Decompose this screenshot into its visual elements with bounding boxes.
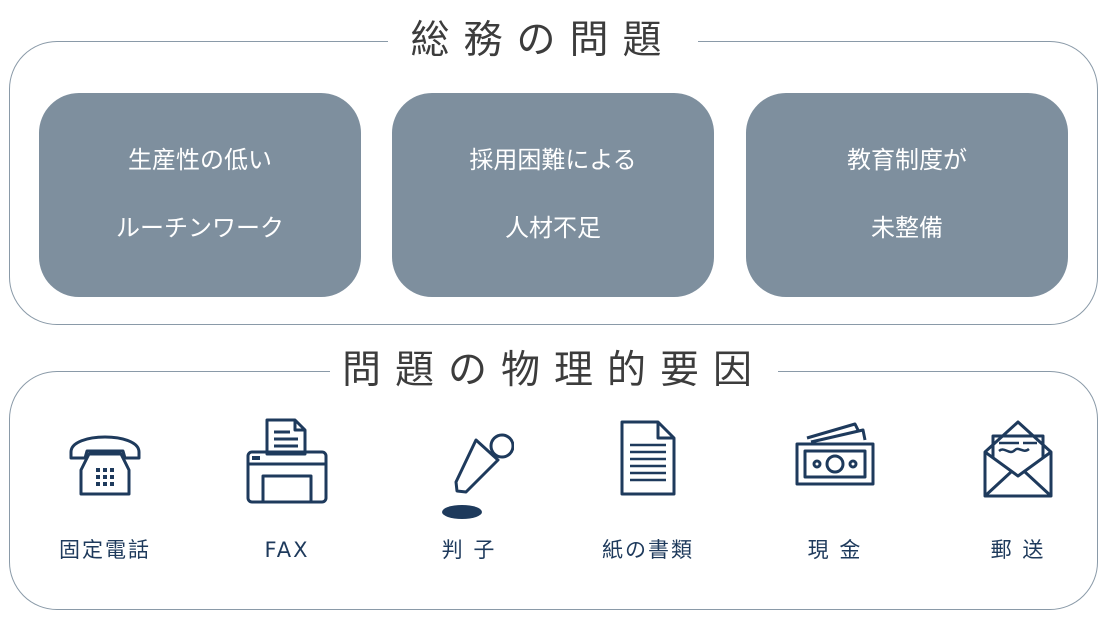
cause-label: 現 金 [807, 538, 863, 562]
problem-card-line: 教育制度が [847, 146, 967, 174]
problem-card-line: 採用困難による [469, 146, 637, 174]
cause-item-paper-document: 紙の書類 [573, 418, 723, 568]
problem-card-routine-work: 生産性の低い ルーチンワーク [39, 93, 361, 297]
problem-card-line: 生産性の低い [128, 146, 272, 174]
problems-title: 総務の問題 [388, 16, 698, 66]
causes-panel [9, 371, 1098, 610]
cause-item-telephone: 固定電話 [30, 418, 180, 568]
causes-title: 問題の物理的要因 [330, 346, 778, 396]
cash-icon [795, 422, 875, 486]
cause-item-cash: 現 金 [760, 418, 910, 568]
cause-label: FAX [264, 538, 310, 562]
fax-machine-icon [246, 418, 328, 504]
problem-card-staff-shortage: 採用困難による 人材不足 [392, 93, 714, 297]
cause-item-stamp: 判 子 [394, 418, 544, 568]
cause-label: 判 子 [441, 538, 497, 562]
stamp-icon [442, 433, 514, 519]
telephone-icon [69, 435, 141, 496]
cause-label: 郵 送 [990, 538, 1046, 562]
cause-item-fax: FAX [212, 418, 362, 568]
cause-label: 紙の書類 [602, 538, 694, 562]
problem-card-line: 未整備 [871, 214, 943, 242]
problem-card-line: 人材不足 [505, 214, 601, 242]
mail-envelope-icon [983, 420, 1053, 498]
paper-document-icon [620, 420, 676, 496]
problem-card-line: ルーチンワーク [116, 214, 284, 242]
cause-item-mail: 郵 送 [943, 418, 1093, 568]
problem-card-training-system: 教育制度が 未整備 [746, 93, 1068, 297]
cause-label: 固定電話 [59, 538, 151, 562]
